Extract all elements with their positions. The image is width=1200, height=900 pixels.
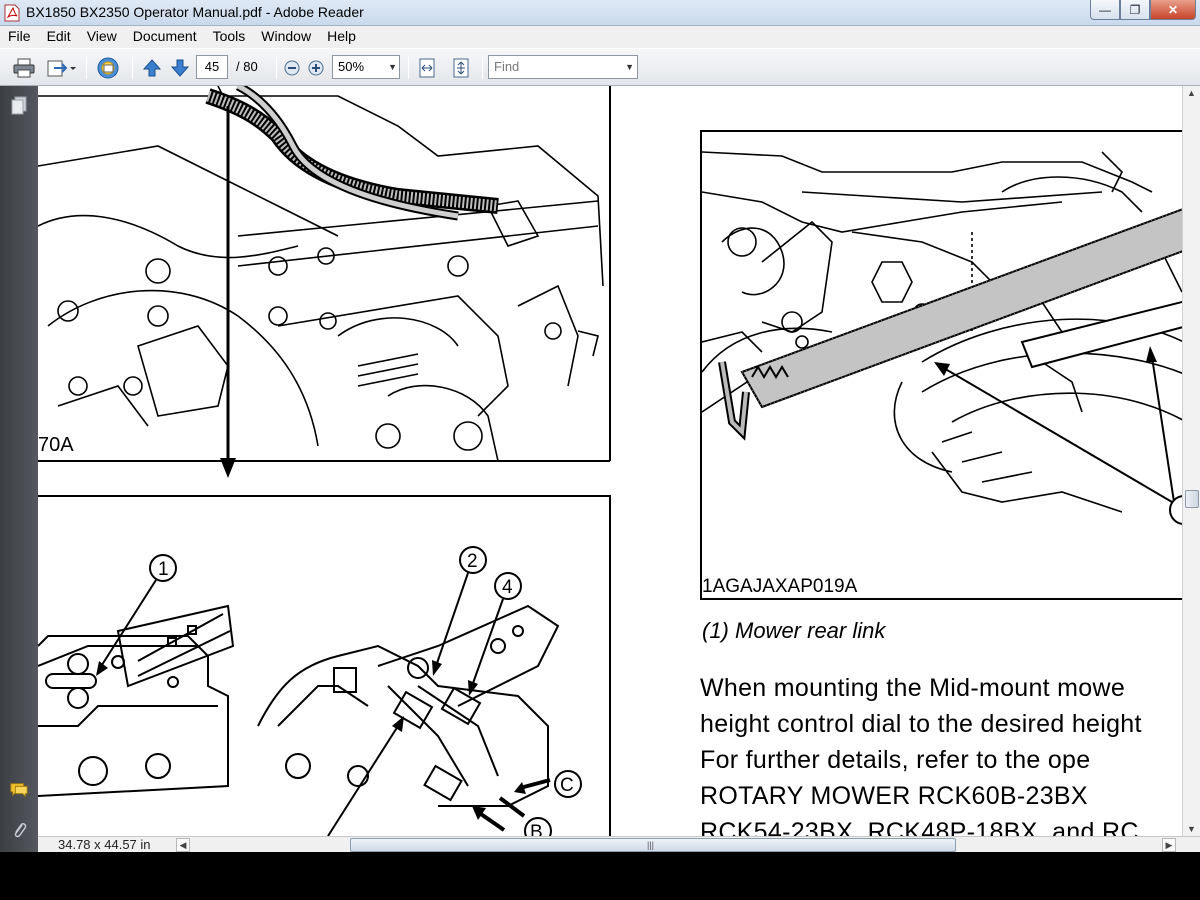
chevron-down-icon: ▼ [388, 62, 397, 72]
export-button[interactable] [44, 55, 78, 81]
figure-code: 1AGAJAXAP019A [702, 576, 858, 597]
zoom-out-icon [284, 60, 300, 76]
navigation-panel [0, 86, 38, 852]
status-bar: 34.78 x 44.57 in ◀ ||| ▶ [38, 836, 1200, 852]
page-total-label: / 80 [236, 59, 258, 74]
callout-2: 2 [467, 551, 478, 572]
menu-help[interactable]: Help [327, 28, 356, 44]
grip-icon: ||| [647, 840, 655, 850]
scroll-left-icon[interactable]: ◀ [176, 838, 190, 852]
zoom-level-select[interactable]: 50% ▼ [332, 55, 400, 79]
menu-edit[interactable]: Edit [46, 28, 71, 44]
body-paragraph: When mounting the Mid-mount mowe height … [700, 670, 1182, 836]
svg-text:70A: 70A [38, 434, 74, 456]
prev-page-icon [142, 59, 162, 77]
pages-icon [11, 96, 27, 115]
menu-document[interactable]: Document [132, 28, 197, 44]
callout-1: 1 [158, 559, 169, 580]
menu-bar: File Edit View Document Tools Window Hel… [0, 26, 1200, 48]
export-icon [47, 60, 76, 77]
figure-caption: (1) Mower rear link [702, 618, 886, 643]
fit-page-icon [453, 58, 469, 78]
adobe-reader-window: BX1850 BX2350 Operator Manual.pdf - Adob… [0, 0, 1200, 852]
right-page-figure [700, 130, 1182, 600]
collaborate-icon [97, 57, 119, 79]
page-number-input[interactable]: 45 [196, 55, 228, 79]
scroll-up-icon[interactable]: ▲ [1187, 88, 1196, 98]
attachments-icon [14, 823, 27, 838]
body-line: height control dial to the desired heigh… [700, 710, 1142, 738]
previous-page-button[interactable] [140, 55, 164, 81]
minimize-button[interactable]: — [1090, 0, 1120, 20]
left-page-illustration: 70A [38, 86, 611, 836]
print-button[interactable] [10, 55, 38, 81]
menu-window[interactable]: Window [261, 28, 312, 44]
document-view[interactable]: 70A [38, 86, 1182, 836]
horizontal-scroll-thumb[interactable]: ||| [350, 838, 956, 852]
restore-button[interactable]: ❐ [1120, 0, 1150, 20]
zoom-in-icon [308, 60, 324, 76]
mower-rear-link-illustration [702, 151, 1182, 525]
body-line: RCK54-23BX, RCK48P-18BX, and RC [700, 818, 1139, 836]
menu-view[interactable]: View [86, 28, 117, 44]
comments-panel-button[interactable] [9, 780, 29, 800]
callout-c: C [560, 775, 574, 796]
next-page-button[interactable] [168, 55, 192, 81]
zoom-out-button[interactable] [282, 55, 302, 81]
vertical-scrollbar[interactable]: ▲ ▼ [1182, 86, 1200, 836]
page-size-label: 34.78 x 44.57 in [58, 837, 151, 852]
scroll-down-icon[interactable]: ▼ [1187, 824, 1196, 834]
fit-width-button[interactable] [414, 55, 440, 81]
menu-file[interactable]: File [8, 28, 31, 44]
callout-4: 4 [502, 577, 513, 598]
toolbar: 45 / 80 50% ▼ [0, 48, 1200, 86]
callout-b: B [530, 822, 543, 836]
vertical-scroll-thumb[interactable] [1185, 490, 1199, 508]
zoom-level-value: 50% [338, 59, 365, 74]
find-placeholder: Find [494, 59, 520, 74]
pages-panel-button[interactable] [9, 96, 29, 116]
body-line: For further details, refer to the ope [700, 746, 1091, 774]
chevron-down-icon: ▼ [625, 62, 634, 72]
attachments-panel-button[interactable] [9, 820, 29, 840]
window-title: BX1850 BX2350 Operator Manual.pdf - Adob… [26, 4, 364, 20]
print-icon [13, 58, 35, 78]
zoom-in-button[interactable] [306, 55, 326, 81]
next-page-icon [170, 59, 190, 77]
collaborate-button[interactable] [94, 55, 124, 81]
body-line: ROTARY MOWER RCK60B-23BX [700, 782, 1088, 810]
menu-tools[interactable]: Tools [212, 28, 246, 44]
title-bar: BX1850 BX2350 Operator Manual.pdf - Adob… [0, 0, 1200, 26]
fit-page-button[interactable] [448, 55, 474, 81]
pdf-file-icon [4, 4, 20, 22]
comments-icon [10, 783, 28, 798]
scroll-right-icon[interactable]: ▶ [1162, 838, 1176, 852]
fit-width-icon [419, 58, 435, 78]
body-line: When mounting the Mid-mount mowe [700, 674, 1126, 702]
find-input[interactable]: Find ▼ [488, 55, 638, 79]
close-button[interactable]: ✕ [1150, 0, 1196, 20]
